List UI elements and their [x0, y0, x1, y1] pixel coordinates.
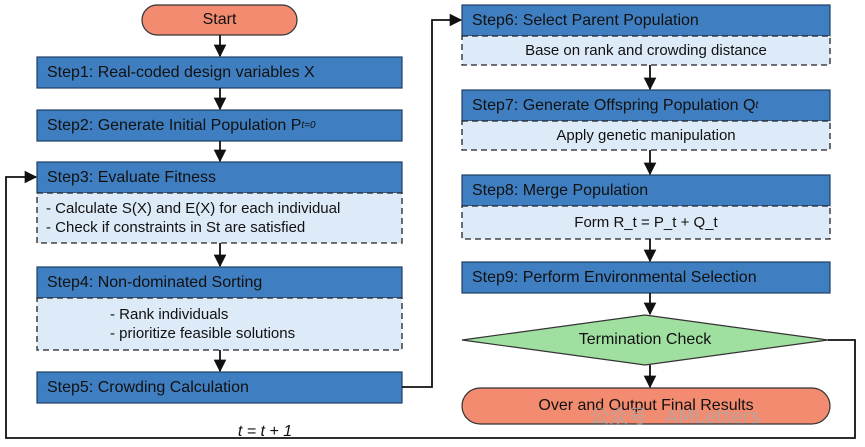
step3-box [36, 161, 403, 194]
step2-title-text: Step2: Generate Initial Population P [47, 116, 302, 134]
watermark: 公众号 · AMLetters [590, 406, 761, 428]
step7-title-text: Step7: Generate Offspring Population Q [472, 96, 756, 114]
step4-title: Step4: Non-dominated Sorting [37, 267, 402, 298]
step3-title: Step3: Evaluate Fitness [37, 162, 402, 193]
step6-title-text: Step6: Select Parent Population [472, 11, 699, 29]
step6-detail-box [461, 35, 831, 66]
step4-detail-1: - Rank individuals [110, 306, 229, 323]
step3-title-text: Step3: Evaluate Fitness [47, 168, 216, 186]
step3-details: - Calculate S(X) and E(X) for each indiv… [46, 193, 402, 243]
step7-detail: Apply genetic manipulation [556, 127, 736, 144]
loop-label: t = t + 1 [237, 423, 293, 440]
start-label: Start [202, 11, 237, 28]
step3-detail-2: - Check if constraints in St are satisfi… [46, 219, 306, 236]
step8-box [461, 174, 831, 207]
decision-label: Termination Check [578, 331, 712, 348]
step5-box [36, 371, 403, 404]
step9-box [461, 261, 831, 294]
step9-title: Step9: Perform Environmental Selection [462, 262, 830, 293]
step6-title: Step6: Select Parent Population [462, 5, 830, 36]
step2-subscript: t=0 [301, 120, 316, 131]
step1-box [36, 56, 403, 89]
step7-subscript: t [755, 100, 759, 111]
step4-title-text: Step4: Non-dominated Sorting [47, 273, 263, 291]
arrow-loop-back [5, 170, 856, 439]
step4-detail-box [36, 297, 403, 351]
step8-detail-box [461, 205, 831, 240]
step8-detail: Form R_t = P_t + Q_t [574, 214, 718, 231]
step4-detail-2: - prioritize feasible solutions [110, 325, 296, 342]
step4-details: - Rank individuals - prioritize feasible… [110, 298, 400, 350]
step5-title-text: Step5: Crowding Calculation [47, 378, 249, 396]
step3-detail-1: - Calculate S(X) and E(X) for each indiv… [46, 200, 341, 217]
step7-detail-box [461, 120, 831, 151]
step1-title-text: Step1: Real-coded design variables X [47, 63, 315, 81]
step8-title-text: Step8: Merge Population [472, 181, 649, 199]
arrow-step5-step6 [402, 13, 463, 388]
step6-detail: Base on rank and crowding distance [525, 42, 767, 59]
step8-title: Step8: Merge Population [462, 175, 830, 206]
end-label: Over and Output Final Results [538, 397, 754, 414]
step3-detail-box [36, 192, 403, 244]
step1-title: Step1: Real-coded design variables X [37, 57, 402, 88]
step4-box [36, 266, 403, 299]
step9-title-text: Step9: Perform Environmental Selection [472, 268, 757, 286]
step5-title: Step5: Crowding Calculation [37, 372, 402, 403]
